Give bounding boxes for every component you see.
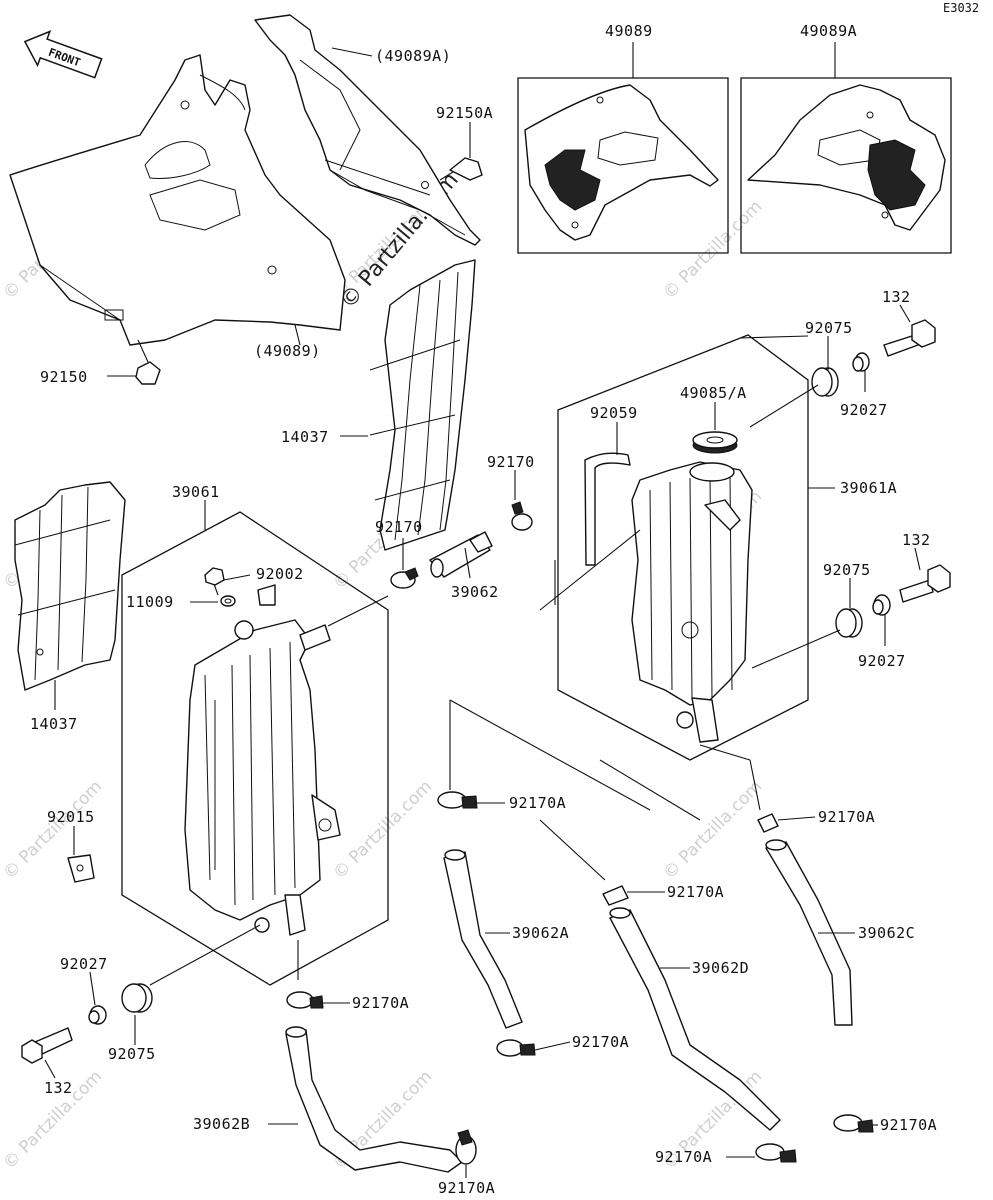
label-92170A-3: 92170A	[667, 883, 724, 901]
hose-39062C-part	[765, 839, 853, 1026]
label-92170A-4: 92170A	[352, 994, 409, 1012]
label-92170-a: 92170	[487, 453, 535, 471]
label-92150A: 92150A	[436, 104, 493, 122]
label-92170A-5: 92170A	[572, 1033, 629, 1051]
front-arrow-icon: FRONT	[23, 30, 103, 79]
clamp-92170A-part	[755, 1143, 797, 1163]
radiator-guard-top-part	[369, 259, 476, 551]
hose-92059-part	[584, 452, 631, 566]
clamp-92170A-part	[833, 1114, 874, 1133]
clamp-92170A-part	[455, 1129, 477, 1165]
decal-box-49089A	[740, 77, 952, 254]
label-92075-bot: 92075	[108, 1045, 156, 1063]
label-39062: 39062	[451, 583, 499, 601]
clamp-92170-part	[511, 501, 533, 531]
label-39061A: 39061A	[840, 479, 897, 497]
decal-box-49089	[517, 77, 729, 254]
clamp-92170A-part	[757, 813, 779, 833]
clamp-92170A-part	[437, 791, 478, 809]
label-92075-top: 92075	[805, 319, 853, 337]
collar-92027-part	[872, 594, 891, 616]
cap-seal-49085A-part	[692, 431, 738, 454]
shroud-right-part	[254, 14, 481, 246]
watermark-text: © Partzilla.com	[659, 777, 766, 884]
label-39061: 39061	[172, 483, 220, 501]
label-92170A-1: 92170A	[509, 794, 566, 812]
label-132-mid: 132	[902, 531, 931, 549]
clamp-92170A-part	[286, 991, 324, 1009]
washer-11009-part	[220, 595, 236, 607]
bolt-92150-part	[135, 339, 161, 385]
label-39062C: 39062C	[858, 924, 915, 942]
label-14037-left: 14037	[30, 715, 78, 733]
bolt-132-part	[883, 319, 936, 357]
watermark-text: © Partzilla.com	[329, 777, 436, 884]
label-92170A-8: 92170A	[880, 1116, 937, 1134]
label-39062D: 39062D	[692, 959, 749, 977]
watermark-text: © Partzilla.com	[659, 197, 766, 304]
label-49089-box: 49089	[605, 22, 653, 40]
clamp-92170A-part	[602, 885, 629, 906]
collar-92027-part	[852, 352, 870, 372]
label-92027-top: 92027	[840, 401, 888, 419]
label-39062B: 39062B	[193, 1115, 250, 1133]
hose-39062-part	[429, 531, 493, 578]
bolt-132-part	[899, 564, 951, 603]
label-14037-top: 14037	[281, 428, 329, 446]
radiator-guard-left-part	[14, 481, 126, 691]
label-92059: 92059	[590, 404, 638, 422]
radiator-right-assembly	[557, 334, 809, 761]
hose-39062A-part	[443, 849, 523, 1029]
hose-39062D-part	[609, 907, 781, 1131]
clamp-92170-part	[390, 567, 419, 589]
label-92170-b: 92170	[375, 518, 423, 536]
label-11009: 11009	[126, 593, 174, 611]
label-132-bot: 132	[44, 1079, 73, 1097]
label-92027-mid: 92027	[858, 652, 906, 670]
label-92002: 92002	[256, 565, 304, 583]
grommet-92075-part	[835, 608, 863, 638]
grommet-92075-part	[811, 367, 839, 397]
label-49085A: 49085/A	[680, 384, 747, 402]
label-92027-bot: 92027	[60, 955, 108, 973]
radiator-left-assembly	[121, 511, 389, 986]
label-92015: 92015	[47, 808, 95, 826]
label-92170A-6: 92170A	[438, 1179, 495, 1197]
part-labels: (49089A) 92150A (49089) 92150 14037 4908…	[30, 22, 937, 1197]
label-49089A-box: 49089A	[800, 22, 857, 40]
label-132-top: 132	[882, 288, 911, 306]
bolt-132-part	[21, 1027, 73, 1064]
shroud-left-part	[9, 54, 346, 346]
collar-92027-part	[88, 1005, 107, 1025]
label-49089A-paren: (49089A)	[375, 47, 451, 65]
bolt-92150A-part	[439, 157, 483, 181]
label-92075-mid: 92075	[823, 561, 871, 579]
label-49089-paren: (49089)	[254, 342, 321, 360]
bolt-92002-part	[204, 567, 225, 596]
hose-39062B-part	[285, 1026, 463, 1173]
label-92150: 92150	[40, 368, 88, 386]
label-92170A-7: 92170A	[655, 1148, 712, 1166]
label-39062A: 39062A	[512, 924, 569, 942]
grommet-92075-part	[121, 983, 153, 1013]
diagram-code: E3032	[943, 1, 979, 15]
clamp-92170A-part	[496, 1039, 536, 1057]
clip-92015-part	[67, 854, 95, 883]
leader-lines	[44, 42, 921, 1178]
label-92170A-2: 92170A	[818, 808, 875, 826]
